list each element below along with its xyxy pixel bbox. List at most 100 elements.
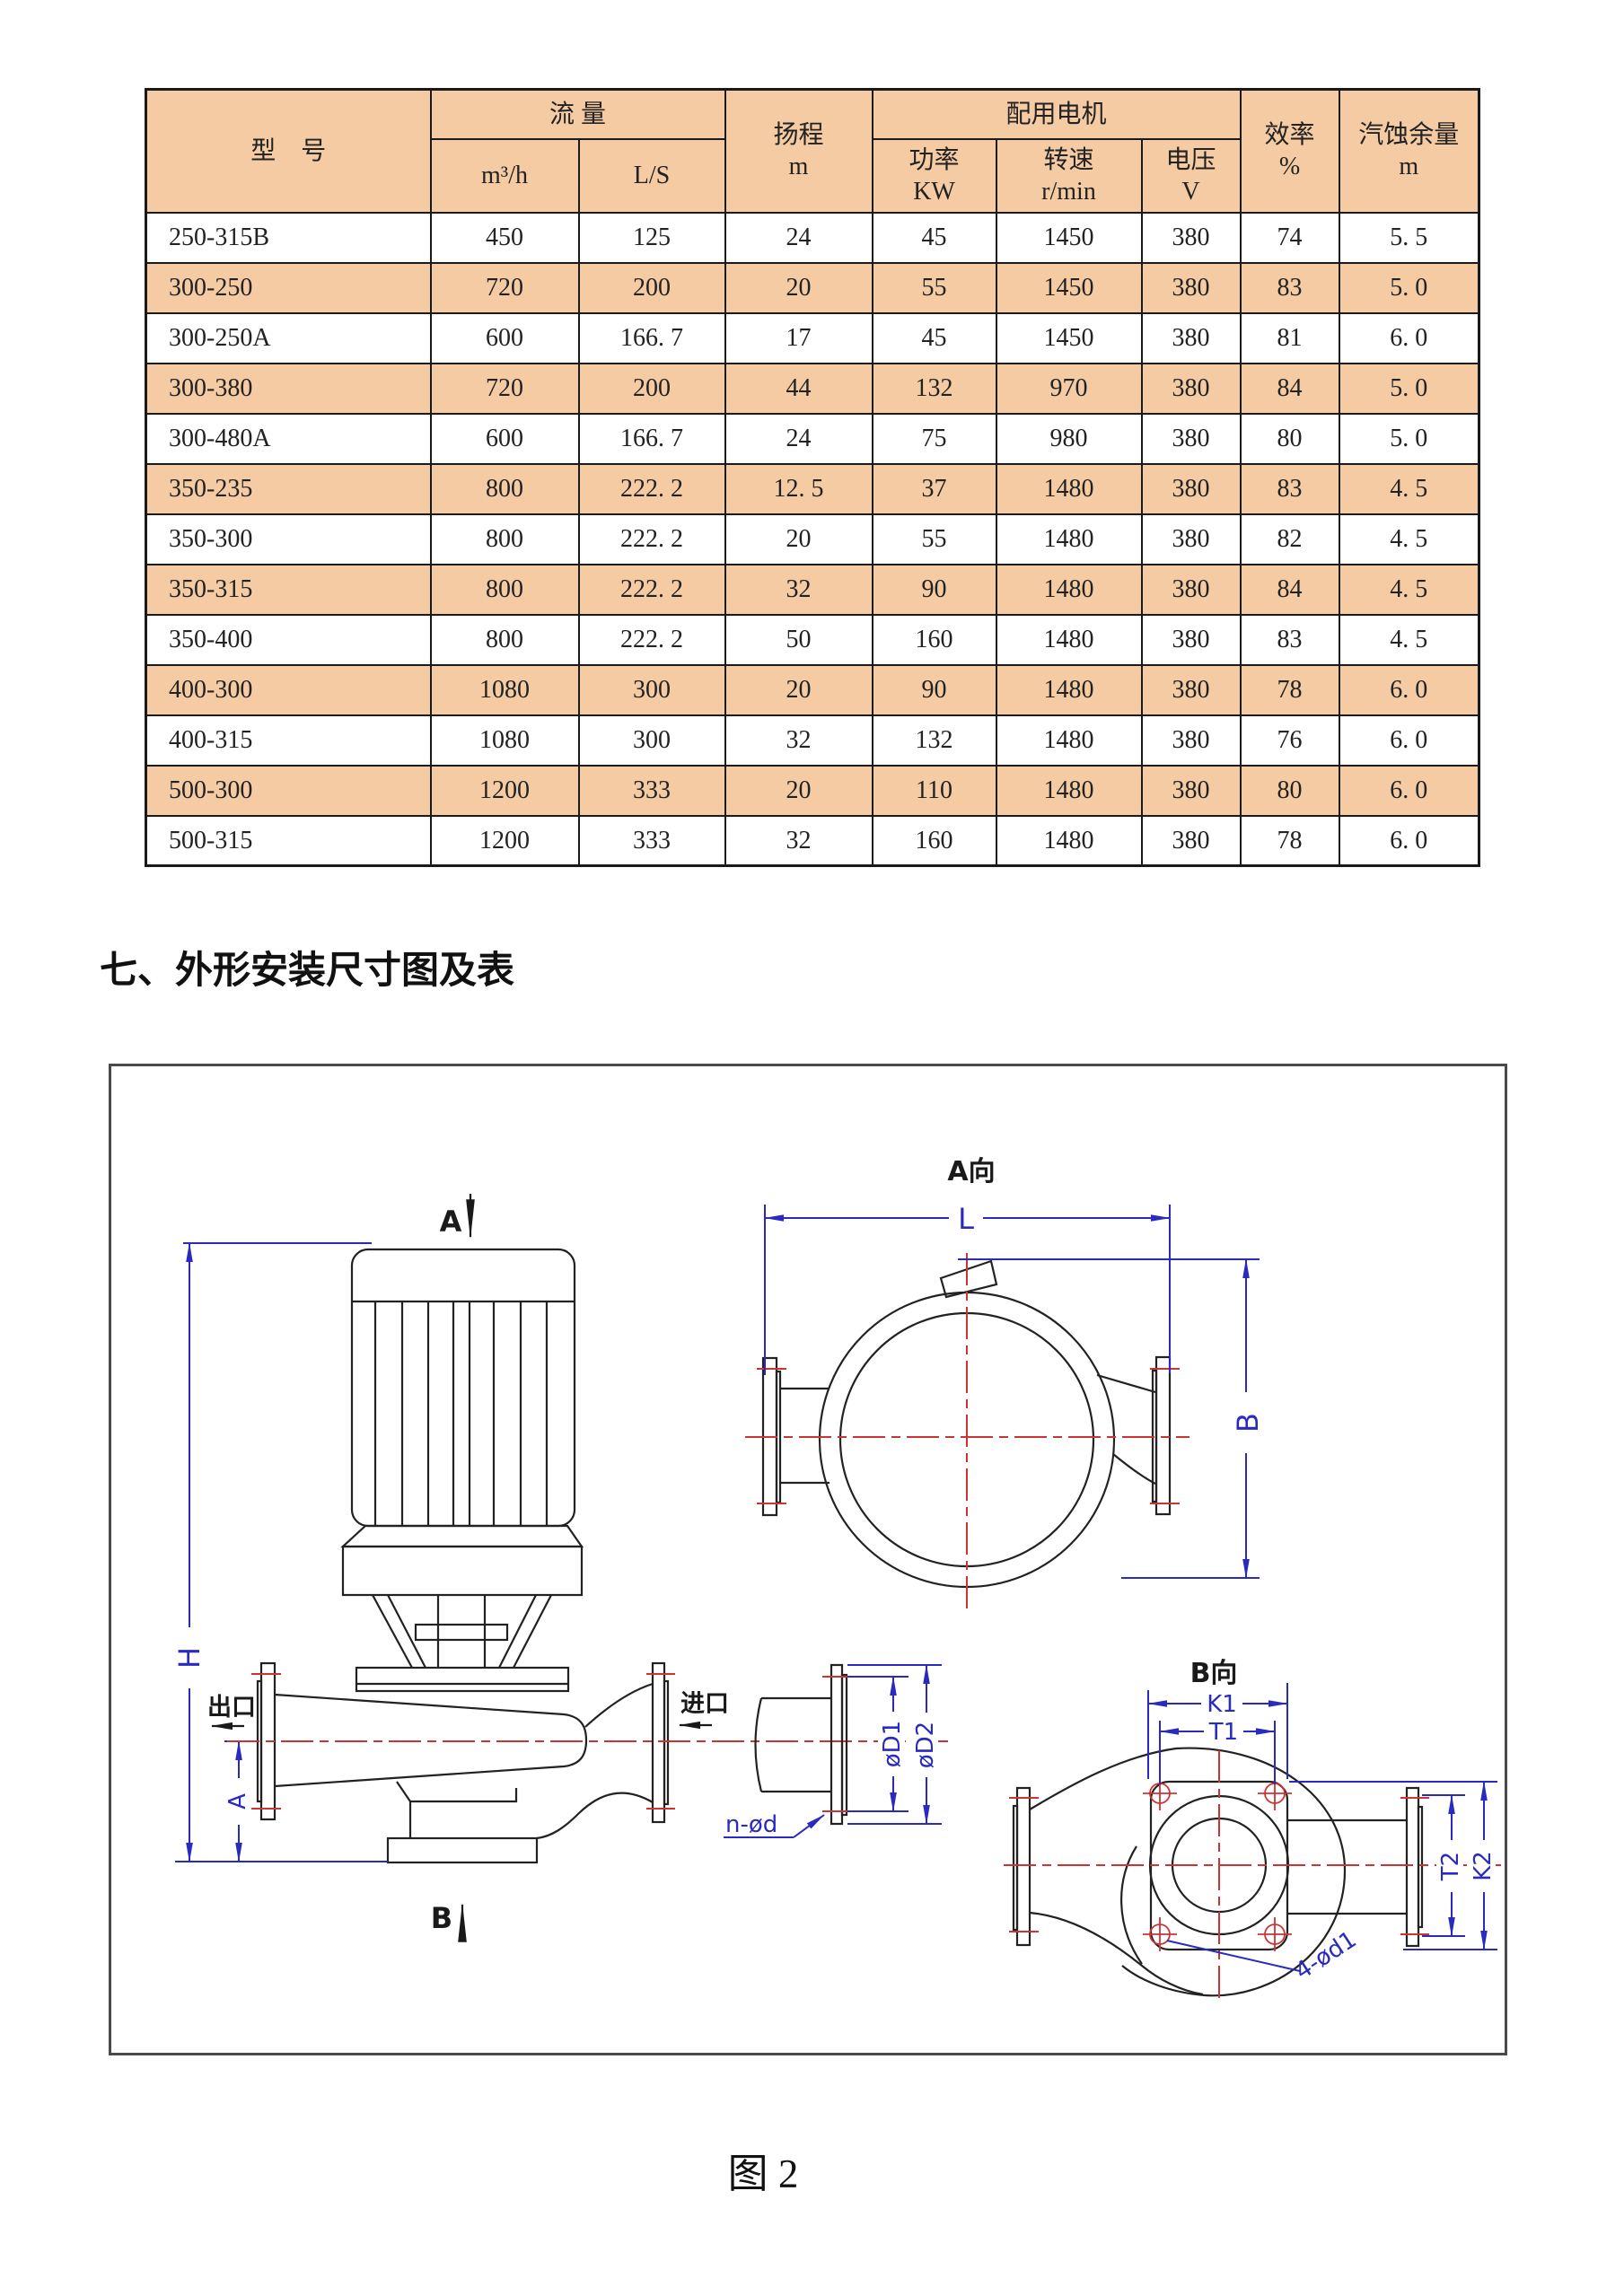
value-cell: 380 — [1140, 261, 1242, 314]
dim-nd-label: n-ød — [725, 1811, 777, 1838]
value-cell: 6. 0 — [1338, 311, 1480, 364]
pump-dimension-drawing: A B H A 出口 — [172, 1156, 1501, 2002]
value-cell: 800 — [429, 462, 580, 515]
col-header-speed-line1: 转速 — [1043, 145, 1094, 174]
value-cell: 132 — [871, 714, 997, 767]
inlet-label: 进口 — [680, 1690, 729, 1718]
value-cell: 4. 5 — [1338, 613, 1480, 666]
side-view — [256, 1248, 670, 1864]
value-cell: 1080 — [429, 714, 580, 767]
col-header-power: 功率 KW — [871, 137, 997, 214]
value-cell: 4. 5 — [1338, 462, 1480, 515]
col-header-npsh-line1: 汽蚀余量 — [1358, 121, 1460, 150]
model-cell: 300-480A — [145, 412, 432, 465]
model-cell: 400-315 — [145, 714, 432, 767]
value-cell: 125 — [577, 211, 726, 264]
value-cell: 37 — [871, 462, 997, 515]
centerlines-b-view — [1004, 1750, 1501, 2002]
value-cell: 380 — [1140, 362, 1242, 415]
value-cell: 380 — [1140, 513, 1242, 565]
value-cell: 380 — [1140, 412, 1242, 465]
model-cell: 500-315 — [145, 814, 432, 867]
value-cell: 970 — [995, 362, 1143, 415]
value-cell: 20 — [724, 261, 873, 314]
col-header-motor: 配用电机 — [871, 88, 1242, 140]
value-cell: 110 — [871, 764, 997, 817]
value-cell: 83 — [1239, 261, 1340, 314]
dim-H — [175, 1242, 388, 1862]
value-cell: 160 — [871, 613, 997, 666]
value-cell: 380 — [1140, 714, 1242, 767]
value-cell: 1200 — [429, 764, 580, 817]
section-arrows: A B — [431, 1194, 475, 1942]
value-cell: 45 — [871, 211, 997, 264]
dim-B — [958, 1258, 1260, 1579]
col-header-head: 扬程 m — [724, 88, 873, 214]
value-cell: 44 — [724, 362, 873, 415]
value-cell: 720 — [429, 261, 580, 314]
value-cell: 1450 — [995, 311, 1143, 364]
value-cell: 1480 — [995, 814, 1143, 867]
col-header-npsh: 汽蚀余量 m — [1338, 88, 1480, 214]
model-cell: 300-380 — [145, 362, 432, 415]
col-header-efficiency: 效率 % — [1239, 88, 1340, 214]
value-cell: 83 — [1239, 613, 1340, 666]
value-cell: 78 — [1239, 663, 1340, 716]
col-header-speed-line2: r/min — [1041, 177, 1096, 206]
value-cell: 166. 7 — [577, 412, 726, 465]
value-cell: 80 — [1239, 412, 1340, 465]
value-cell: 1480 — [995, 764, 1143, 817]
value-cell: 600 — [429, 311, 580, 364]
value-cell: 380 — [1140, 563, 1242, 616]
model-cell: 350-300 — [145, 513, 432, 565]
value-cell: 6. 0 — [1338, 663, 1480, 716]
view-a-label: A向 — [947, 1156, 995, 1187]
model-cell: 400-300 — [145, 663, 432, 716]
value-cell: 55 — [871, 513, 997, 565]
value-cell: 1480 — [995, 714, 1143, 767]
value-cell: 1080 — [429, 663, 580, 716]
dim-t2-label: T2 — [1437, 1852, 1464, 1881]
value-cell: 333 — [577, 814, 726, 867]
value-cell: 222. 2 — [577, 613, 726, 666]
value-cell: 20 — [724, 764, 873, 817]
value-cell: 160 — [871, 814, 997, 867]
value-cell: 1450 — [995, 261, 1143, 314]
value-cell: 222. 2 — [577, 563, 726, 616]
col-header-voltage: 电压 V — [1140, 137, 1242, 214]
value-cell: 300 — [577, 663, 726, 716]
value-cell: 84 — [1239, 362, 1340, 415]
value-cell: 32 — [724, 714, 873, 767]
figure-caption: 图 2 — [727, 2151, 799, 2196]
value-cell: 6. 0 — [1338, 814, 1480, 867]
dim-k1-label: K1 — [1207, 1691, 1237, 1718]
value-cell: 800 — [429, 563, 580, 616]
view-b-label: B向 — [1190, 1658, 1238, 1689]
col-header-npsh-line2: m — [1399, 153, 1419, 181]
col-header-power-line2: KW — [913, 177, 955, 206]
value-cell: 32 — [724, 563, 873, 616]
value-cell: 800 — [429, 513, 580, 565]
model-cell: 300-250A — [145, 311, 432, 364]
model-cell: 350-315 — [145, 563, 432, 616]
dim-a-label: A — [224, 1793, 251, 1810]
value-cell: 4. 5 — [1338, 563, 1480, 616]
motor-body — [350, 1248, 576, 1528]
col-header-speed: 转速 r/min — [995, 137, 1143, 214]
value-cell: 1480 — [995, 663, 1143, 716]
col-header-head-line2: m — [788, 153, 809, 181]
centerlines-a-view — [745, 1253, 1189, 1611]
value-cell: 50 — [724, 613, 873, 666]
col-header-eff-line2: % — [1278, 153, 1301, 181]
col-header-volt-line2: V — [1181, 177, 1200, 206]
col-header-volt-line1: 电压 — [1165, 145, 1216, 174]
value-cell: 90 — [871, 563, 997, 616]
value-cell: 55 — [871, 261, 997, 314]
